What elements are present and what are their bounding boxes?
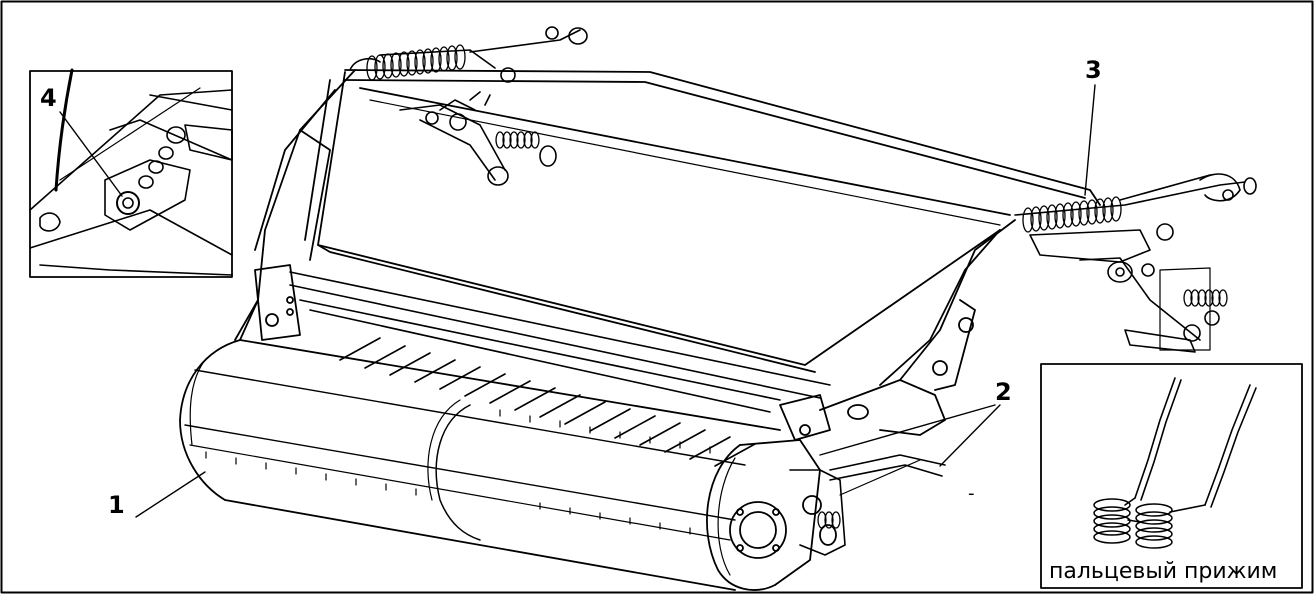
leader-1 [135, 471, 206, 518]
detail-inset-4 [29, 68, 233, 278]
right-side-arm [779, 219, 1016, 441]
stray-mark: - [968, 483, 975, 504]
inset-caption: пальцевый прижим [1049, 559, 1278, 584]
top-frame [304, 69, 1101, 373]
callout-3: 3 [1085, 56, 1102, 84]
finger-presser-inset [1040, 363, 1303, 589]
leader-4 [59, 111, 123, 197]
leader-3 [1084, 84, 1096, 196]
pickup-drum [135, 339, 846, 591]
callout-1: 1 [108, 491, 125, 519]
left-spring-assembly [349, 26, 588, 186]
tine-guards [819, 404, 1001, 496]
right-spring-assembly [1014, 84, 1257, 353]
tine-bars [289, 271, 831, 467]
leader-2a [819, 404, 996, 456]
callout-4: 4 [40, 84, 57, 112]
callout-2: 2 [995, 378, 1012, 406]
leader-2b [939, 404, 1001, 467]
left-side-arm [234, 69, 356, 341]
